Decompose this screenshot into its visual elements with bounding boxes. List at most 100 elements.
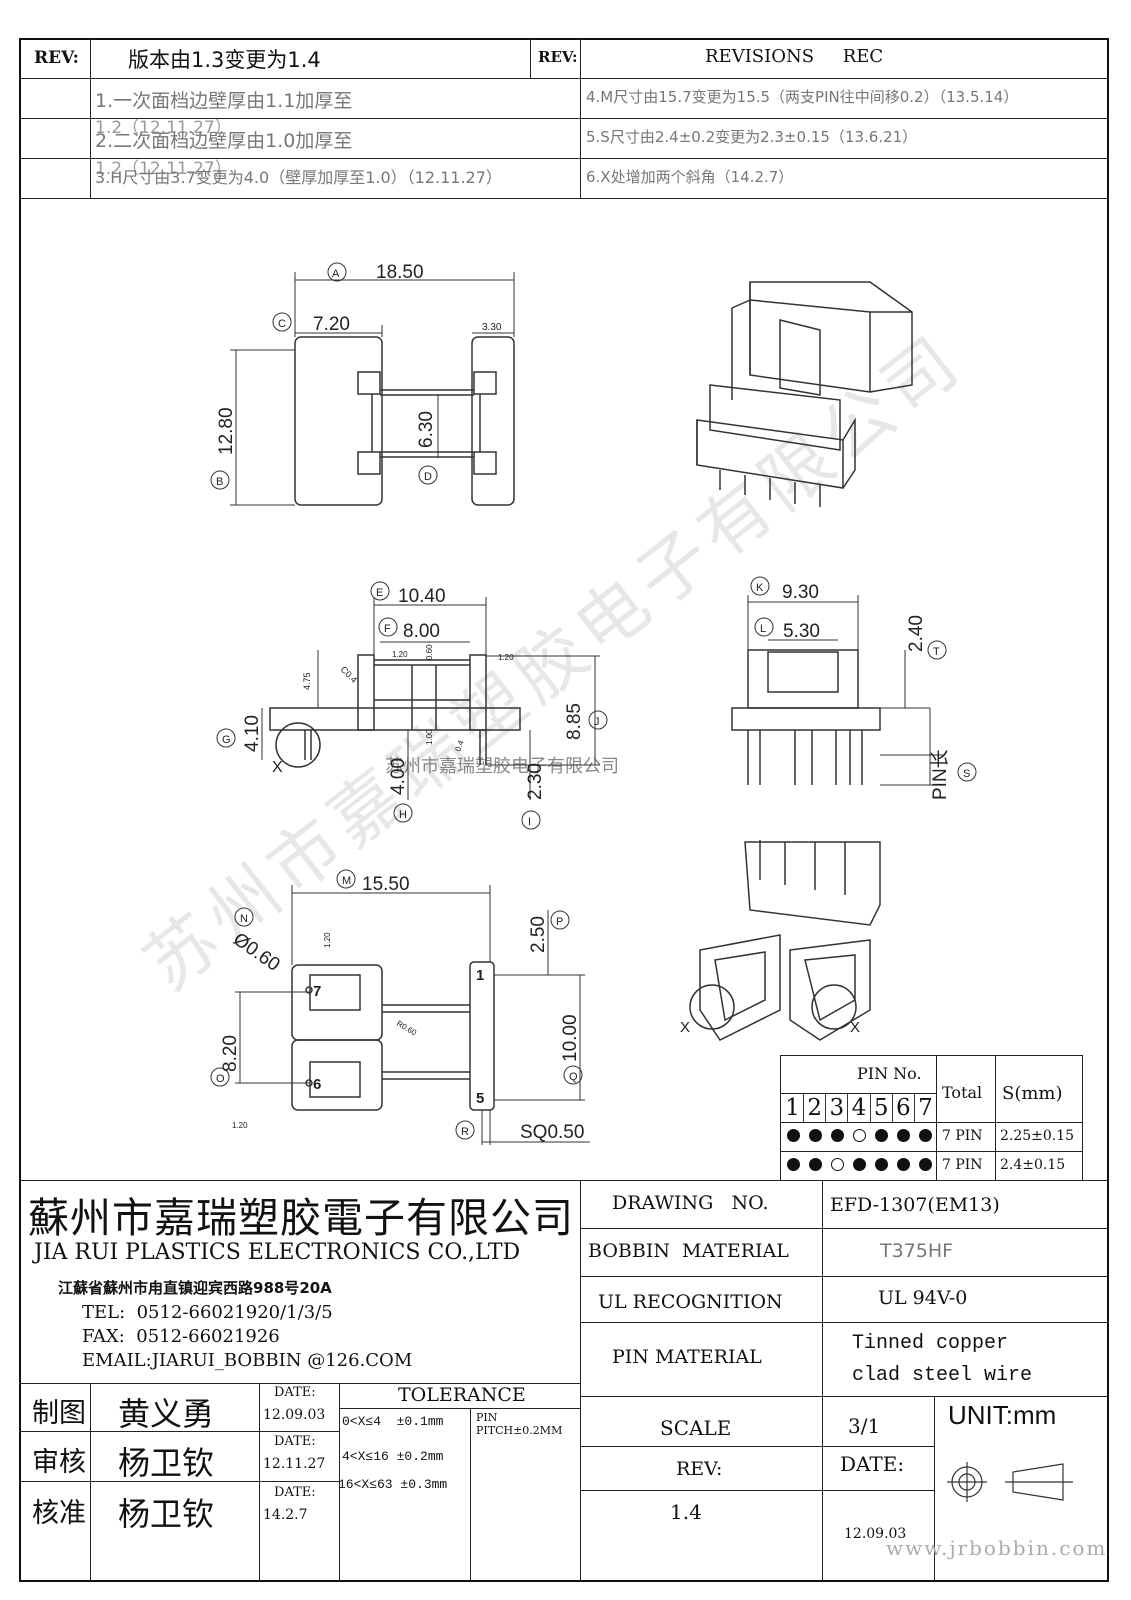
dim-B-value: 12.80 bbox=[216, 407, 237, 455]
iso-view-bottom bbox=[689, 840, 881, 1041]
pin-filled-dot bbox=[831, 1129, 844, 1142]
dim-N-value: Ø0.60 bbox=[229, 929, 283, 976]
dim-1-20-c: 1.20 bbox=[323, 932, 332, 948]
pin-material-line1: Tinned copper bbox=[852, 1332, 1009, 1355]
scale-label: SCALE bbox=[660, 1416, 732, 1440]
dim-R0-60: R0.60 bbox=[395, 1019, 418, 1038]
approval-date: 12.09.03 bbox=[263, 1407, 326, 1423]
dim-0-60: 0.60 bbox=[425, 644, 434, 660]
pin-number: 6 bbox=[891, 1094, 914, 1122]
company-address: 江蘇省蘇州市甪直镇迎宾西路988号20A bbox=[58, 1279, 332, 1297]
dim-K-letter: K bbox=[756, 582, 764, 594]
iso-view-top bbox=[696, 281, 913, 507]
pin-filled-dot bbox=[853, 1158, 866, 1171]
projection-symbol-icon bbox=[947, 1462, 1073, 1502]
dim-H-value: 4.00 bbox=[388, 758, 409, 795]
dim-Q-letter: Q bbox=[569, 1071, 578, 1083]
pin-number: 3 bbox=[825, 1094, 847, 1122]
dim-C0-4: C0.4 bbox=[339, 664, 360, 685]
pin-filled-dot bbox=[919, 1129, 932, 1142]
rev-label: REV: bbox=[676, 1458, 723, 1480]
dim-J-letter: J bbox=[594, 716, 600, 728]
revision-row-6: 6.X处增加两个斜角（14.2.7） bbox=[586, 168, 794, 186]
side-view bbox=[216, 581, 608, 830]
dim-F-value: 8.00 bbox=[403, 621, 440, 642]
revision-row-4: 4.M尺寸由15.7变更为15.5（两支PIN往中间移0.2）（13.5.14） bbox=[586, 88, 1019, 106]
dim-A-value: 18.50 bbox=[376, 262, 424, 283]
pin-filled-dot bbox=[919, 1158, 932, 1171]
pin-number: 2 bbox=[803, 1094, 825, 1122]
approval-date-label: DATE: bbox=[274, 1434, 316, 1449]
pin-number: 5 bbox=[869, 1094, 892, 1122]
drawing-no-value: EFD-1307(EM13) bbox=[830, 1194, 1000, 1216]
dim-P-letter: P bbox=[556, 916, 563, 928]
technical-drawing: 18.50 7.20 3.30 A C B D 12.80 6.30 10.40… bbox=[210, 262, 977, 1145]
dim-S-letter: S bbox=[963, 768, 970, 780]
dim-1-20-a: 1.20 bbox=[392, 650, 408, 659]
dim-F-letter: F bbox=[384, 623, 391, 635]
company-name-cn: 蘇州市嘉瑞塑胶電子有限公司 bbox=[28, 1194, 574, 1242]
pin-row-s: 2.25±0.15 bbox=[1000, 1128, 1075, 1144]
dim-O-letter: O bbox=[216, 1073, 225, 1085]
dim-1-20-d: 1.20 bbox=[232, 1121, 248, 1130]
dim-A-letter: A bbox=[332, 268, 340, 280]
top-view bbox=[210, 262, 515, 506]
dim-T-letter: T bbox=[933, 646, 940, 658]
pin-number: 4 bbox=[847, 1094, 869, 1122]
company-name-en: JIA RUI PLASTICS ELECTRONICS CO.,LTD bbox=[34, 1240, 521, 1265]
dim-G-value: 4.10 bbox=[242, 715, 263, 752]
dim-N-letter: N bbox=[240, 913, 248, 925]
dim-L-value: 5.30 bbox=[783, 621, 820, 642]
revision-row-5: 5.S尺寸由2.4±0.2变更为2.3±0.15（13.6.21） bbox=[586, 128, 918, 146]
pin-label-6: 6 bbox=[313, 1076, 321, 1093]
pin-material-line2: clad steel wire bbox=[852, 1364, 1033, 1387]
revision-row-1-cont: 1.2（12.11.27） bbox=[95, 118, 232, 138]
dim-Q-value: 10.00 bbox=[560, 1014, 581, 1062]
dim-J-value: 8.85 bbox=[564, 703, 585, 740]
approval-role: 审核 bbox=[32, 1447, 86, 1478]
dim-G-letter: G bbox=[222, 734, 231, 746]
tolerance-row-3: 16<X≤63 ±0.3mm bbox=[338, 1477, 448, 1492]
pin-filled-dot bbox=[809, 1158, 822, 1171]
approval-role: 核准 bbox=[32, 1498, 86, 1529]
pin-row-total: 7 PIN bbox=[942, 1128, 983, 1144]
watermark-url: www.jrbobbin.com bbox=[886, 1536, 1108, 1560]
pin-filled-dot bbox=[787, 1158, 800, 1171]
approval-name: 杨卫钦 bbox=[118, 1444, 215, 1482]
dim-0-4: 0.4 bbox=[453, 739, 465, 753]
dim-D-letter: D bbox=[424, 471, 432, 483]
pin-label-1: 1 bbox=[476, 967, 484, 984]
dim-I-letter: I bbox=[528, 816, 531, 828]
pin-filled-dot bbox=[897, 1158, 910, 1171]
dim-R-value: SQ0.50 bbox=[520, 1122, 584, 1143]
dim-B-letter: B bbox=[216, 476, 223, 488]
dim-3-30: 3.30 bbox=[482, 322, 502, 333]
unit-label: UNIT:mm bbox=[948, 1400, 1057, 1430]
tolerance-title: TOLERANCE bbox=[398, 1384, 526, 1406]
pin-number: 7 bbox=[913, 1094, 936, 1122]
approval-name: 黄义勇 bbox=[118, 1395, 215, 1433]
iso-X-1: X bbox=[680, 1019, 690, 1036]
pin-table-header: PIN No. bbox=[857, 1064, 922, 1083]
dim-S-value: PIN长 bbox=[929, 749, 951, 800]
approval-role: 制图 bbox=[32, 1398, 86, 1429]
dim-D-value: 6.30 bbox=[416, 411, 437, 448]
pin-filled-dot bbox=[897, 1129, 910, 1142]
pin-row-total: 7 PIN bbox=[942, 1157, 983, 1173]
bobbin-material-value: T375HF bbox=[880, 1240, 954, 1262]
dim-O-value: 8.20 bbox=[220, 1035, 241, 1072]
rev-label-right: REV: bbox=[538, 48, 578, 66]
dim-I-value: 2.30 bbox=[525, 763, 546, 800]
revision-row-2-cont: 1.2（12.11.27） bbox=[95, 159, 232, 179]
bobbin-material-label: BOBBIN MATERIAL bbox=[588, 1240, 789, 1262]
scale-value: 3/1 bbox=[848, 1414, 881, 1438]
dim-K-value: 9.30 bbox=[782, 582, 819, 603]
tolerance-pin-pitch: PITCH±0.2MM bbox=[476, 1424, 563, 1437]
drawing-no-label: DRAWING NO. bbox=[612, 1192, 769, 1214]
pin-table-s-label: S(mm) bbox=[1002, 1083, 1063, 1104]
company-email: EMAIL:JIARUI_BOBBIN @126.COM bbox=[82, 1350, 413, 1371]
pin-open-dot bbox=[831, 1158, 844, 1171]
date-label: DATE: bbox=[840, 1452, 905, 1476]
iso-X-2: X bbox=[850, 1019, 860, 1036]
